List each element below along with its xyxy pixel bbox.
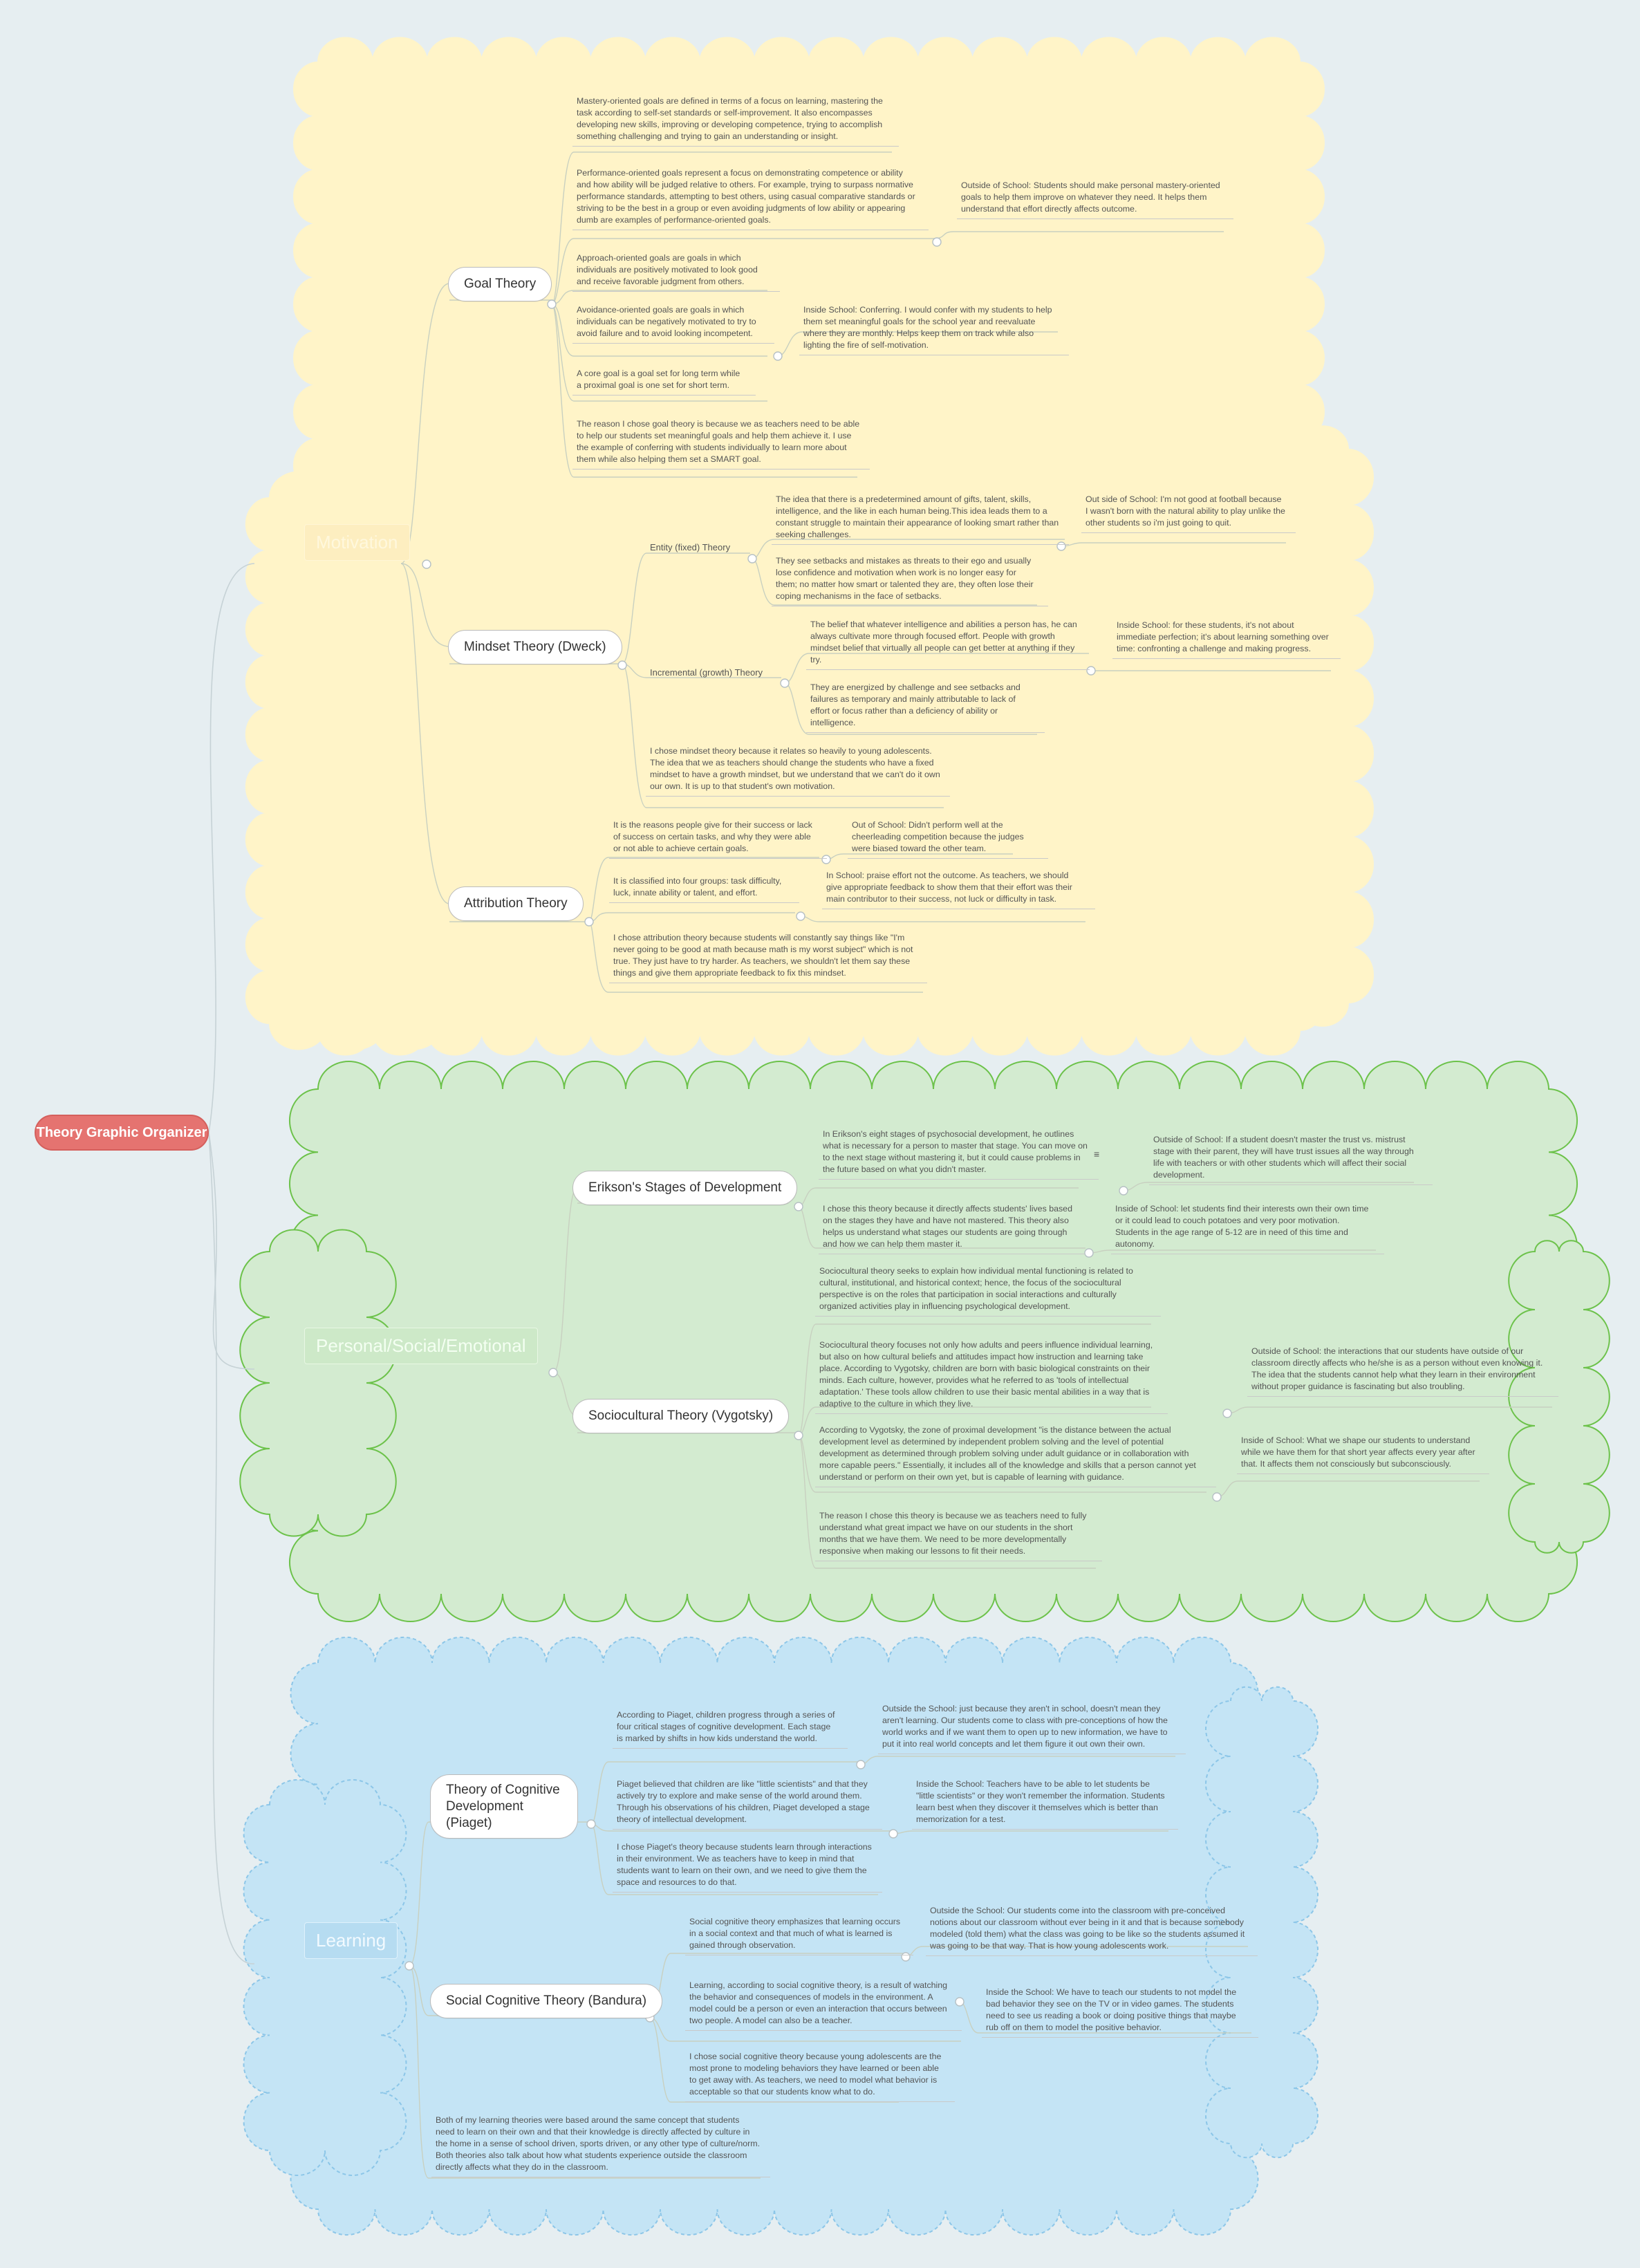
erikson-note-2[interactable]: I chose this theory because it directly … (819, 1203, 1085, 1254)
cloud-pse-shape (239, 1229, 397, 1537)
attribution-outside-school-note[interactable]: Out of School: Didn't perform well at th… (848, 819, 1048, 859)
entity-note-1[interactable]: The idea that there is a predetermined a… (772, 494, 1069, 545)
attribution-inside-school-note[interactable]: In School: praise effort not the outcome… (822, 870, 1095, 909)
attribution-note-2[interactable]: It is classified into four groups: task … (609, 875, 799, 903)
incremental-note-1[interactable]: The belief that whatever intelligence an… (806, 619, 1090, 670)
attribution-reason-note[interactable]: I chose attribution theory because stude… (609, 932, 927, 983)
bandura-note-2[interactable]: Learning, according to social cognitive … (685, 1980, 962, 2031)
entity-outside-school-note[interactable]: Out side of School: I'm not good at foot… (1081, 494, 1296, 533)
entity-theory-label[interactable]: Entity (fixed) Theory (650, 542, 731, 552)
topic-goal-theory[interactable]: Goal Theory (448, 267, 552, 301)
topic-motivation[interactable]: Motivation (304, 524, 410, 561)
topic-attribution-theory[interactable]: Attribution Theory (448, 886, 584, 921)
piaget-note-2[interactable]: Piaget believed that children are like "… (613, 1778, 882, 1830)
learning-summary-note[interactable]: Both of my learning theories were based … (431, 2115, 770, 2177)
vygotsky-note-1[interactable]: Sociocultural theory seeks to explain ho… (815, 1265, 1161, 1317)
vygotsky-note-4[interactable]: The reason I chose this theory is becaus… (815, 1510, 1102, 1561)
topic-learning[interactable]: Learning (304, 1922, 398, 1959)
goal-reason-note[interactable]: The reason I chose goal theory is becaus… (572, 419, 870, 470)
piaget-outside-school-note[interactable]: Outside the School: just because they ar… (878, 1703, 1186, 1754)
attribution-note-1[interactable]: It is the reasons people give for their … (609, 819, 827, 859)
erikson-inside-school-note[interactable]: Inside of School: let students find thei… (1111, 1203, 1384, 1254)
topic-personal-social-emotional[interactable]: Personal/Social/Emotional (304, 1328, 538, 1364)
vygotsky-inside-school-note[interactable]: Inside of School: What we shape our stud… (1237, 1435, 1489, 1474)
entity-note-2[interactable]: They see setbacks and mistakes as threat… (772, 555, 1048, 606)
cloud-learn-shape (1205, 1686, 1318, 2159)
topic-bandura[interactable]: Social Cognitive Theory (Bandura) (430, 1984, 663, 2018)
vygotsky-note-2[interactable]: Sociocultural theory focuses not only ho… (815, 1339, 1168, 1414)
mindset-reason-note[interactable]: I chose mindset theory because it relate… (646, 746, 950, 797)
topic-erikson[interactable]: Erikson's Stages of Development (572, 1171, 798, 1205)
piaget-inside-school-note[interactable]: Inside the School: Teachers have to be a… (912, 1778, 1178, 1830)
topic-piaget[interactable]: Theory of Cognitive Development (Piaget) (430, 1774, 578, 1839)
bandura-inside-school-note[interactable]: Inside the School: We have to teach our … (982, 1987, 1258, 2038)
cloud-pse-shape (1508, 1240, 1610, 1554)
goal-inside-school-note[interactable]: Inside School: Conferring. I would confe… (799, 304, 1069, 355)
goal-avoidance-note[interactable]: Avoidance-oriented goals are goals in wh… (572, 304, 774, 344)
goal-mastery-note[interactable]: Mastery-oriented goals are defined in te… (572, 95, 899, 147)
incremental-note-2[interactable]: They are energized by challenge and see … (806, 682, 1045, 733)
erikson-note-1[interactable]: In Erikson's eight stages of psychosocia… (819, 1128, 1099, 1180)
topic-vygotsky[interactable]: Sociocultural Theory (Vygotsky) (572, 1399, 790, 1433)
piaget-note-1[interactable]: According to Piaget, children progress t… (613, 1709, 848, 1749)
piaget-note-3[interactable]: I chose Piaget's theory because students… (613, 1842, 882, 1893)
topic-mindset-theory[interactable]: Mindset Theory (Dweck) (448, 630, 622, 664)
erikson-outside-school-note[interactable]: Outside of School: If a student doesn't … (1149, 1134, 1433, 1185)
incremental-inside-school-note[interactable]: Inside School: for these students, it's … (1112, 620, 1341, 659)
vygotsky-note-3[interactable]: According to Vygotsky, the zone of proxi… (815, 1424, 1216, 1487)
vygotsky-outside-school-note[interactable]: Outside of School: the interactions that… (1247, 1346, 1558, 1397)
goal-core-proximal-note[interactable]: A core goal is a goal set for long term … (572, 368, 756, 396)
goal-performance-note[interactable]: Performance-oriented goals represent a f… (572, 167, 929, 230)
incremental-theory-label[interactable]: Incremental (growth) Theory (650, 667, 763, 678)
note-icon[interactable]: ≡ (1094, 1149, 1100, 1160)
goal-approach-note[interactable]: Approach-oriented goals are goals in whi… (572, 252, 780, 292)
root-topic[interactable]: Theory Graphic Organizer (35, 1115, 209, 1151)
cloud-learn-shape (243, 1779, 407, 2176)
bandura-note-1[interactable]: Social cognitive theory emphasizes that … (685, 1916, 913, 1955)
bandura-outside-school-note[interactable]: Outside the School: Our students come in… (926, 1905, 1258, 1956)
bandura-note-3[interactable]: I chose social cognitive theory because … (685, 2051, 955, 2102)
goal-outside-school-note[interactable]: Outside of School: Students should make … (957, 180, 1233, 219)
